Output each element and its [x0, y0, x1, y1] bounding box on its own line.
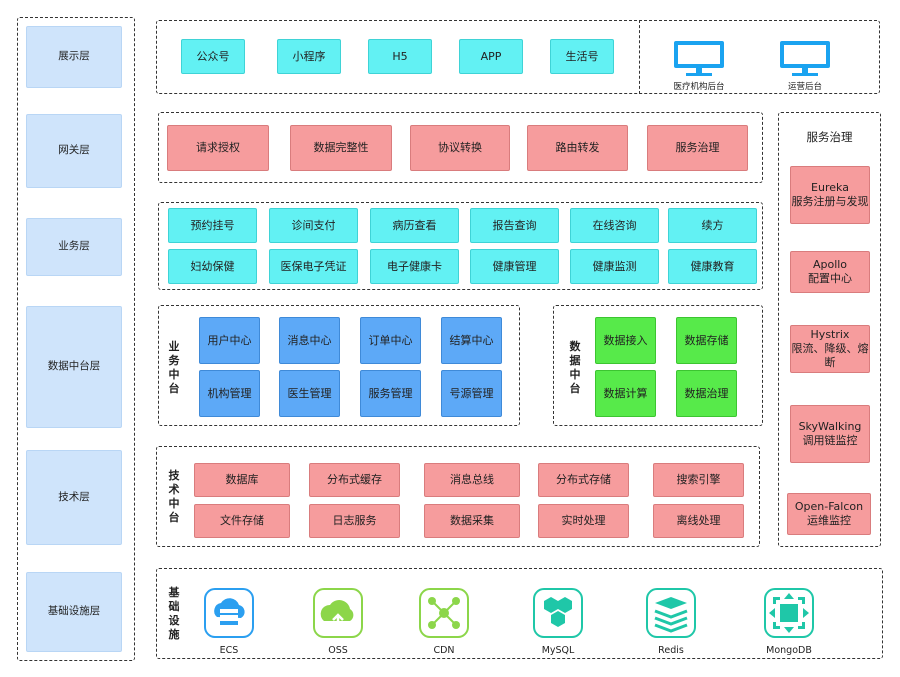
- data-middle-label: 数据中台: [569, 340, 581, 395]
- bm-message-center: 消息中心: [279, 317, 340, 364]
- sg-hystrix: Hystrix 限流、降级、熔断: [790, 325, 870, 373]
- layer-presentation: 展示层: [26, 26, 122, 88]
- bm-settlement-center: 结算中心: [441, 317, 502, 364]
- tech-realtime-processing: 实时处理: [538, 504, 629, 538]
- infrastructure-label: 基础设施: [168, 586, 180, 641]
- business-monitoring: 健康监测: [570, 249, 659, 284]
- sg-eureka: Eureka 服务注册与发现: [790, 166, 870, 224]
- bm-institution-mgmt: 机构管理: [199, 370, 260, 417]
- dm-data-governance: 数据治理: [676, 370, 737, 417]
- server-cloud-icon: [204, 588, 254, 638]
- channel-h5: H5: [368, 39, 432, 74]
- business-middle-section: [158, 305, 520, 426]
- cloud-upload-icon: [313, 588, 363, 638]
- network-node-icon: [419, 588, 469, 638]
- gateway-section: [158, 112, 763, 183]
- sg-eureka-desc: 服务注册与发现: [791, 195, 869, 208]
- business-reports: 报告查询: [470, 208, 559, 243]
- bm-source-mgmt: 号源管理: [441, 370, 502, 417]
- business-consult: 在线咨询: [570, 208, 659, 243]
- presentation-section: [156, 20, 880, 94]
- bm-service-mgmt: 服务管理: [360, 370, 421, 417]
- sg-open-falcon-name: Open-Falcon: [794, 500, 864, 514]
- business-insurance: 医保电子凭证: [269, 249, 358, 284]
- sg-open-falcon: Open-Falcon 运维监控: [787, 493, 871, 535]
- infrastructure-section: [156, 568, 883, 659]
- tech-distributed-cache: 分布式缓存: [309, 463, 400, 497]
- bm-user-center: 用户中心: [199, 317, 260, 364]
- tech-file-storage: 文件存储: [194, 504, 290, 538]
- sg-apollo: Apollo 配置中心: [790, 251, 870, 293]
- tech-message-bus: 消息总线: [424, 463, 520, 497]
- channel-app: APP: [459, 39, 523, 74]
- stacked-layers-icon: [646, 588, 696, 638]
- sg-skywalking-name: SkyWalking: [798, 420, 862, 434]
- sg-hystrix-desc: 限流、降级、熔断: [791, 342, 869, 369]
- monitor-icon: [674, 41, 724, 76]
- business-middle-label: 业务中台: [168, 340, 180, 395]
- business-section: [158, 202, 763, 290]
- dm-data-storage: 数据存储: [676, 317, 737, 364]
- channel-mini-program: 小程序: [277, 39, 341, 74]
- expand-arrows-icon: [764, 588, 814, 638]
- bm-doctor-mgmt: 医生管理: [279, 370, 340, 417]
- tech-search-engine: 搜索引擎: [653, 463, 744, 497]
- infra-ecs-caption: ECS: [219, 645, 239, 656]
- business-health-mgmt: 健康管理: [470, 249, 559, 284]
- layer-technology: 技术层: [26, 450, 122, 545]
- gateway-routing: 路由转发: [527, 125, 628, 171]
- business-education: 健康教育: [668, 249, 757, 284]
- business-payment: 诊间支付: [269, 208, 358, 243]
- layer-business: 业务层: [26, 218, 122, 276]
- backend-operation-caption: 运营后台: [787, 82, 822, 92]
- channel-life-account: 生活号: [550, 39, 614, 74]
- sg-eureka-name: Eureka: [811, 181, 849, 195]
- tech-middle-section: [156, 446, 760, 547]
- business-appointment: 预约挂号: [168, 208, 257, 243]
- infra-mongodb-caption: MongoDB: [766, 645, 812, 656]
- business-refill: 续方: [668, 208, 757, 243]
- tech-middle-label: 技术中台: [168, 469, 180, 524]
- tech-log-service: 日志服务: [309, 504, 400, 538]
- sg-apollo-desc: 配置中心: [808, 272, 852, 285]
- tech-distributed-storage: 分布式存储: [538, 463, 629, 497]
- gateway-governance: 服务治理: [647, 125, 748, 171]
- tech-offline-processing: 离线处理: [653, 504, 744, 538]
- sg-apollo-name: Apollo: [812, 258, 848, 272]
- dm-data-compute: 数据计算: [595, 370, 656, 417]
- channel-wechat-official: 公众号: [181, 39, 245, 74]
- gateway-protocol: 协议转换: [410, 125, 510, 171]
- dm-data-ingest: 数据接入: [595, 317, 656, 364]
- layer-column: [17, 17, 135, 661]
- business-records: 病历查看: [370, 208, 459, 243]
- sg-skywalking: SkyWalking 调用链监控: [790, 405, 870, 463]
- infra-redis-caption: Redis: [658, 645, 684, 656]
- sg-hystrix-name: Hystrix: [810, 328, 850, 342]
- presentation-divider: [639, 20, 640, 94]
- sg-skywalking-desc: 调用链监控: [802, 434, 858, 447]
- business-maternal: 妇幼保健: [168, 249, 257, 284]
- service-governance-section: [778, 112, 881, 547]
- bm-order-center: 订单中心: [360, 317, 421, 364]
- backend-medical-caption: 医疗机构后台: [673, 82, 725, 92]
- monitor-icon: [780, 41, 830, 76]
- gateway-integrity: 数据完整性: [290, 125, 392, 171]
- business-health-card: 电子健康卡: [370, 249, 459, 284]
- gateway-auth: 请求授权: [167, 125, 269, 171]
- infra-mysql-caption: MySQL: [541, 645, 575, 656]
- service-governance-title: 服务治理: [806, 130, 853, 144]
- tech-data-collection: 数据采集: [424, 504, 520, 538]
- infra-cdn-caption: CDN: [433, 645, 455, 656]
- data-middle-section: [553, 305, 763, 426]
- tech-database: 数据库: [194, 463, 290, 497]
- sg-open-falcon-desc: 运维监控: [807, 514, 851, 527]
- infra-oss-caption: OSS: [328, 645, 348, 656]
- layer-data-middle: 数据中台层: [26, 306, 122, 428]
- layer-gateway: 网关层: [26, 114, 122, 188]
- database-hexagon-icon: [533, 588, 583, 638]
- layer-infrastructure: 基础设施层: [26, 572, 122, 652]
